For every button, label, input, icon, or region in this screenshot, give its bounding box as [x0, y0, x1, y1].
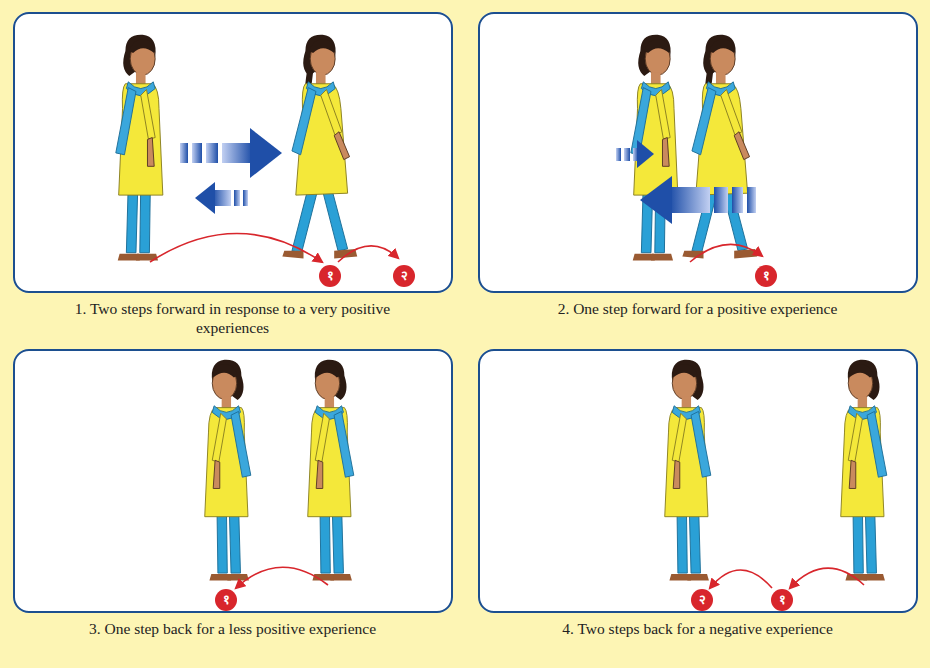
callout-number: १ — [215, 589, 237, 611]
panel-caption: 1. Two steps forward in response to a ve… — [48, 299, 418, 337]
picture-panel: 2. One step forward for a positive exper… — [478, 12, 918, 293]
panel-caption: 3. One step back for a less positive exp… — [48, 619, 418, 638]
panel-caption: 2. One step forward for a positive exper… — [513, 299, 883, 318]
panel-caption: 4. Two steps back for a negative experie… — [513, 619, 883, 638]
callout-number: २ — [393, 265, 415, 287]
picture-panel: 3. One step back for a less positive exp… — [13, 349, 453, 613]
callout-number: १ — [771, 589, 793, 611]
callout-number: १ — [319, 265, 341, 287]
callout-number: १ — [755, 265, 777, 287]
picture-panel: 4. Two steps back for a negative experie… — [478, 349, 918, 613]
picture-panel: 1. Two steps forward in response to a ve… — [13, 12, 453, 293]
callout-number: २ — [691, 589, 713, 611]
